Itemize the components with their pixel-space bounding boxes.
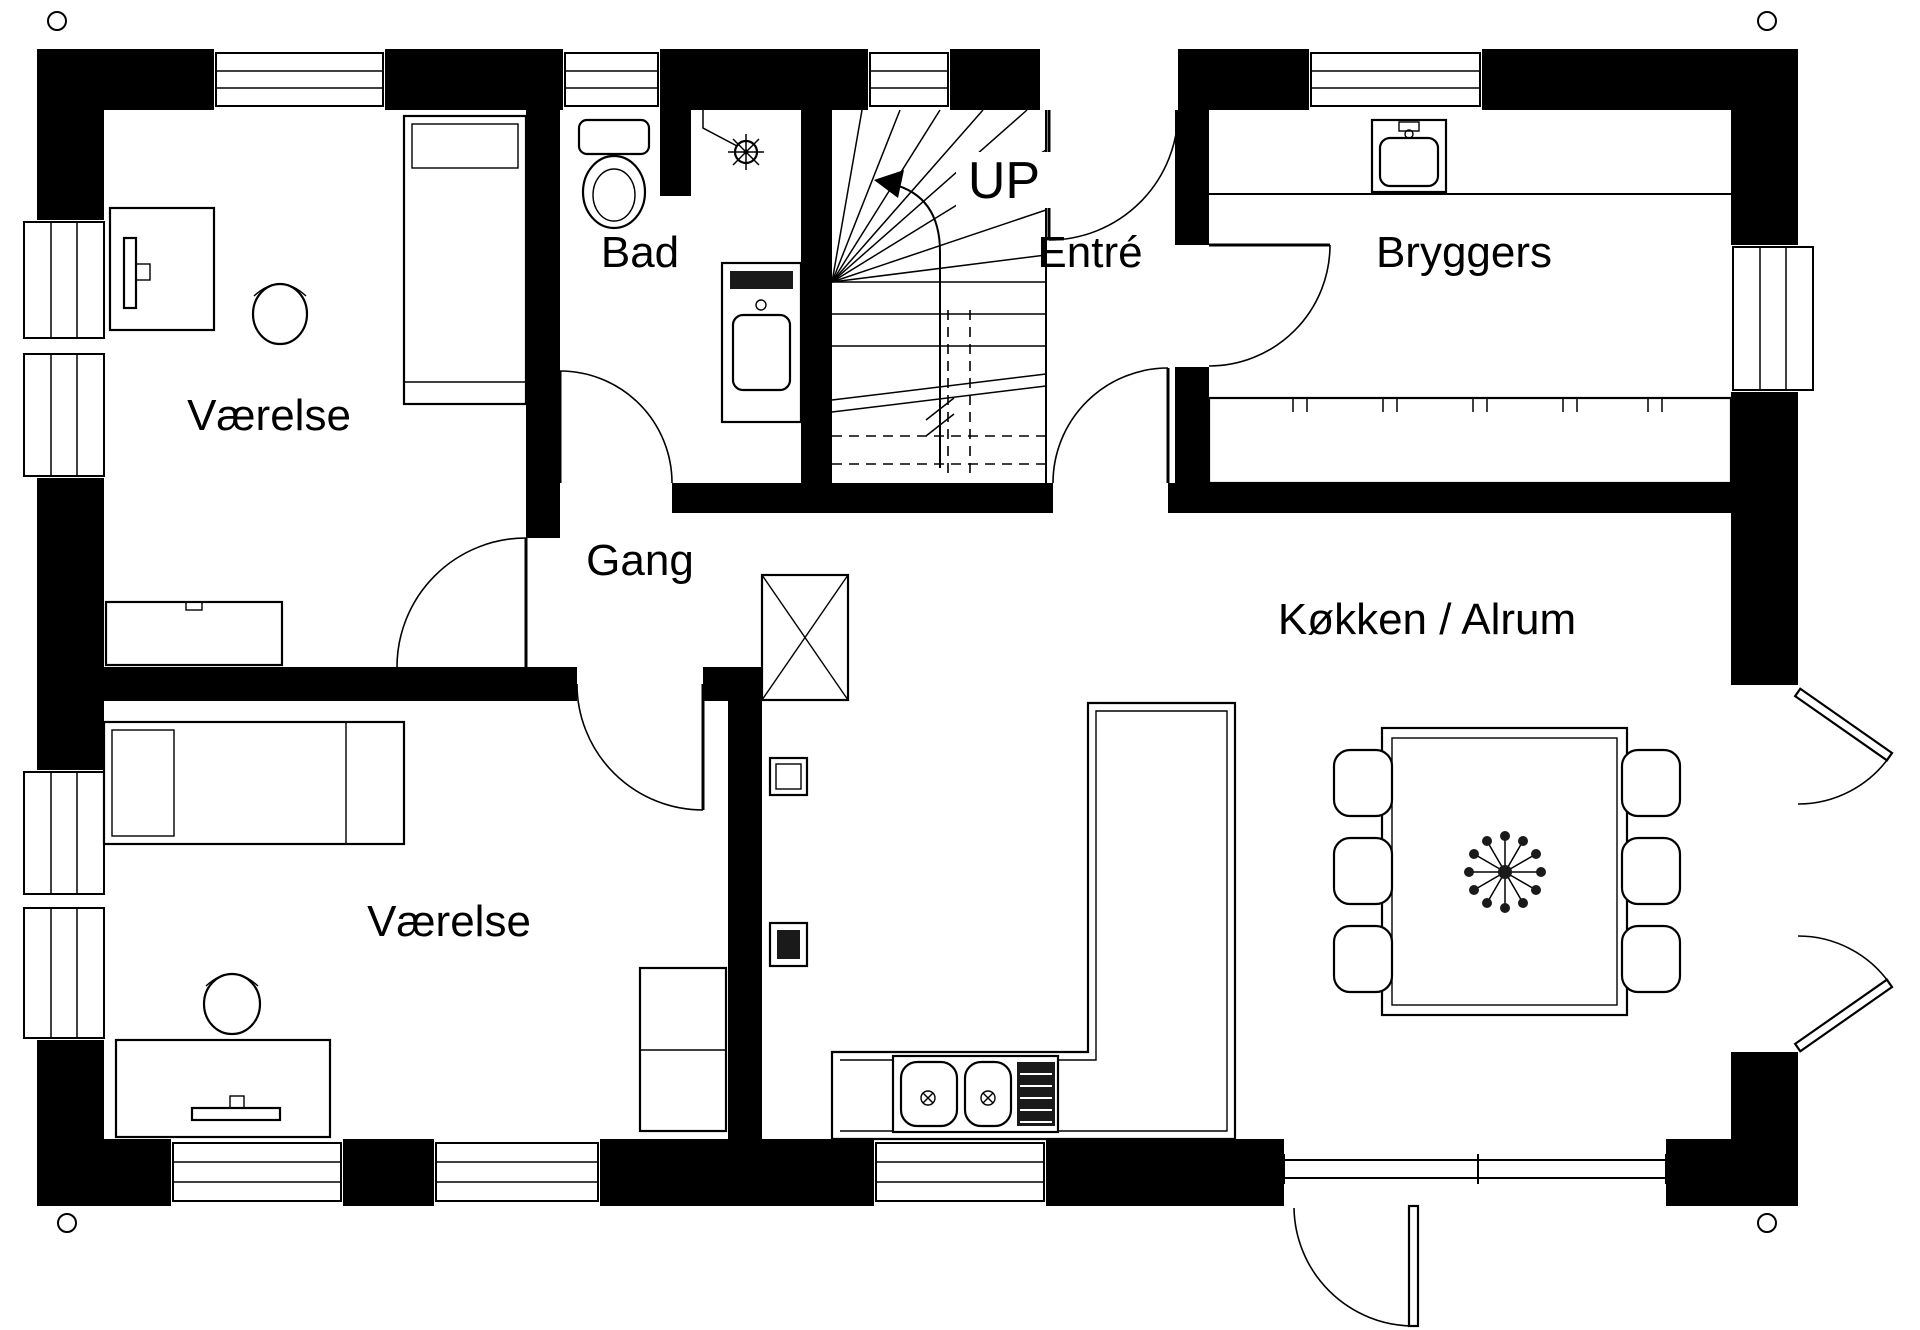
- dresser: [104, 600, 284, 667]
- window-left-bottom: [23, 771, 105, 1039]
- dining-chair: [1620, 748, 1682, 818]
- interior-walls: [104, 110, 1731, 1139]
- stair-direction-arrow: [874, 170, 955, 468]
- corner-marker: [1757, 1213, 1777, 1233]
- window-left-top: [23, 221, 105, 477]
- kitchen-sink: [891, 1054, 1060, 1134]
- wall-gang-top-b: [832, 483, 1053, 513]
- door-bryggers: [1208, 243, 1331, 367]
- corner-marker: [47, 11, 67, 31]
- door-bad: [558, 370, 673, 484]
- room-label-vaerelse-top: Værelse: [187, 391, 351, 440]
- room-label-kokken-alrum: Køkken / Alrum: [1278, 595, 1576, 644]
- room-label-gang: Gang: [586, 536, 694, 585]
- bed: [102, 720, 406, 846]
- window-bryggers: [1310, 52, 1481, 107]
- dining-chair: [1332, 924, 1394, 994]
- door-vaerelse-bottom: [576, 683, 705, 811]
- garden-double-door: [1793, 687, 1894, 1053]
- monitor-icon: [122, 236, 138, 310]
- dining-set: [1332, 726, 1682, 1017]
- door-entre-kokken: [1052, 367, 1170, 484]
- monitor-icon: [190, 1106, 282, 1122]
- office-chair: [251, 282, 309, 346]
- dining-chair: [1332, 748, 1394, 818]
- room-labels: Værelse Bad Gang Entré Bryggers Køkken /…: [187, 228, 1576, 946]
- bathroom-fixtures: [577, 110, 803, 424]
- office-chair: [202, 972, 262, 1036]
- dining-chair: [1620, 836, 1682, 906]
- utility-sink: [1370, 118, 1448, 194]
- window-stairs: [869, 52, 949, 107]
- window-bottom-2: [435, 1142, 599, 1202]
- pendant-light-icon: [1464, 831, 1546, 913]
- bedroom-top-furniture: [104, 114, 528, 667]
- wardrobe: [638, 966, 728, 1133]
- exterior-doors: [1047, 110, 1894, 1328]
- room-label-entre: Entré: [1037, 228, 1142, 277]
- stair-winders: [831, 109, 1047, 283]
- dining-chair: [1332, 836, 1394, 906]
- wall-gang-top-a: [672, 483, 801, 513]
- shower-icon: [702, 110, 764, 170]
- staircase: UP: [831, 109, 1052, 483]
- desk: [108, 206, 216, 332]
- dining-chair: [1620, 924, 1682, 994]
- room-label-bryggers: Bryggers: [1376, 228, 1552, 277]
- room-label-vaerelse-bottom: Værelse: [367, 897, 531, 946]
- wall-vaerelse-bottom-top-a: [104, 667, 577, 701]
- door-vaerelse-top: [396, 537, 528, 668]
- window-bottom-1: [172, 1142, 342, 1202]
- utility-counter: [1207, 396, 1733, 485]
- window-kitchen-bottom: [875, 1142, 1045, 1202]
- tall-cabinets: [760, 573, 850, 968]
- window-right-bryggers: [1732, 246, 1814, 391]
- wall-vaerelse-bad-divider: [526, 110, 560, 538]
- terrace-door-leaf: [1407, 1204, 1420, 1328]
- corner-markers: [47, 11, 1777, 1233]
- vanity-sink: [720, 261, 803, 424]
- wall-vaerelse-kokken-divider: [728, 667, 762, 1139]
- room-label-bad: Bad: [601, 228, 679, 277]
- bed: [402, 114, 528, 406]
- wall-entre-bryggers-upper: [1175, 110, 1209, 245]
- desk: [114, 1038, 332, 1139]
- toilet: [577, 118, 651, 230]
- wall-bryggers-kokken-divider: [1168, 483, 1731, 513]
- wall-bad-stairs-divider: [801, 110, 832, 513]
- stairs-up-label: UP: [968, 152, 1040, 210]
- window-bad: [564, 52, 659, 107]
- bedroom-bottom-furniture: [102, 720, 728, 1139]
- corner-marker: [1757, 11, 1777, 31]
- wall-shower-stub: [660, 110, 691, 196]
- interior-doors: [396, 243, 1331, 811]
- kitchen-fixtures: [760, 573, 1237, 1141]
- corner-marker: [57, 1213, 77, 1233]
- bryggers-fixtures: [1207, 118, 1733, 485]
- windows: [23, 52, 1814, 1202]
- drainer: [1017, 1062, 1055, 1126]
- entry-door: [1047, 110, 1179, 241]
- window-vaerelse-top: [215, 52, 384, 107]
- terrace-sliding-door: [1283, 1154, 1667, 1328]
